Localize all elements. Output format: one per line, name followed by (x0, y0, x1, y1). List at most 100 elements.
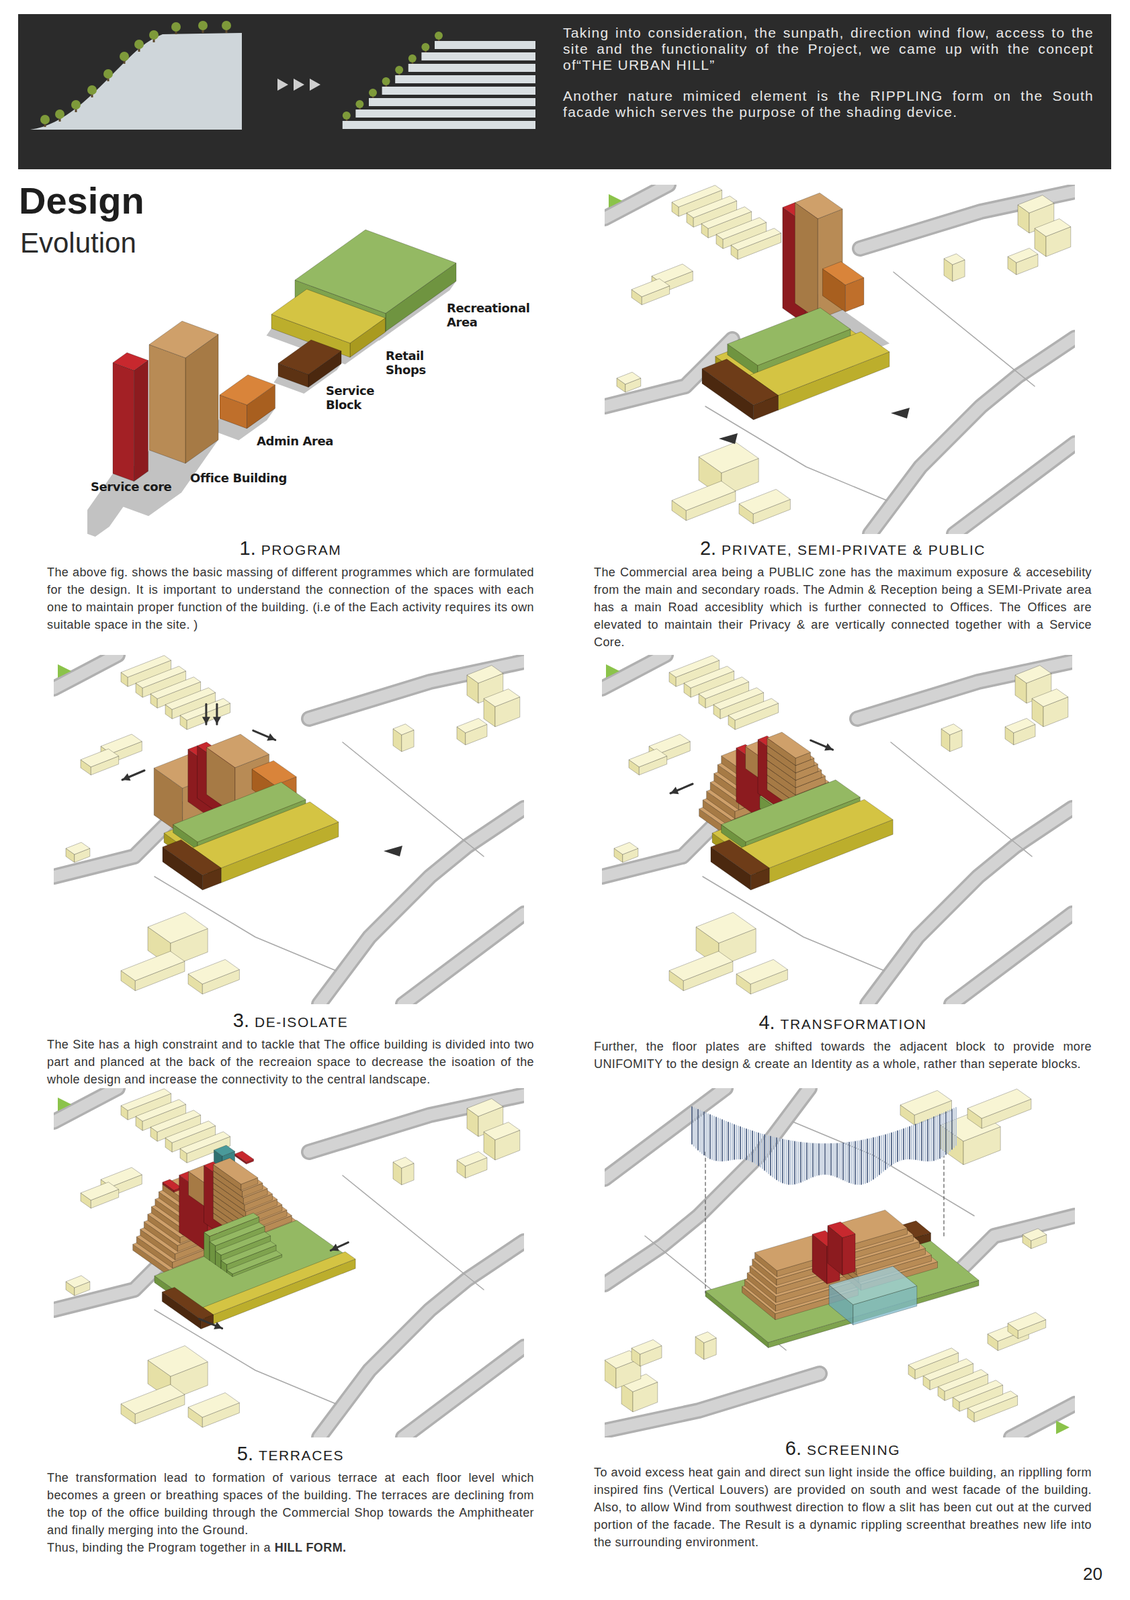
mass-face (794, 202, 818, 320)
step-title: PRIVATE, SEMI-PRIVATE & PUBLIC (721, 542, 986, 558)
louver-fin (840, 1143, 842, 1180)
louver-fin (703, 1112, 705, 1156)
north-marker (57, 1097, 72, 1112)
tree-crown (421, 42, 430, 52)
louver-fin (767, 1136, 770, 1174)
louver-fin (834, 1144, 836, 1178)
concept-text: Taking into consideration, the sunpath, … (562, 24, 1094, 136)
louver-fin (832, 1144, 834, 1176)
louver-fin (727, 1122, 729, 1161)
louver-fin (943, 1113, 945, 1157)
tree-crown (119, 51, 129, 62)
hill-concept-sketch (18, 14, 570, 170)
louver-fin (794, 1142, 796, 1185)
tree-crown (408, 54, 417, 63)
mass-roof (631, 278, 670, 297)
louver-fin (935, 1116, 937, 1161)
step-description: 2.PRIVATE, SEMI-PRIVATE & PUBLICThe Comm… (593, 537, 1092, 651)
louver-fin (945, 1111, 947, 1155)
mass-roof (628, 749, 668, 768)
arrow-head (212, 716, 222, 725)
mass-roof (1007, 247, 1038, 263)
label-holder: 20 (1082, 1563, 1103, 1585)
mass-roof (149, 321, 219, 359)
mass-roof (1017, 195, 1055, 213)
label-holder: Office Building (190, 470, 287, 486)
road (403, 1346, 525, 1438)
road (319, 808, 525, 1005)
tree-crown (434, 31, 443, 40)
tree-crown (87, 85, 97, 95)
mass-roof (696, 912, 756, 944)
step-body: The above fig. shows the basic massing o… (47, 563, 535, 634)
program-massing (87, 221, 545, 545)
louver-fin (781, 1139, 784, 1184)
louver-fin (898, 1130, 901, 1161)
mass-roof (120, 1384, 185, 1415)
louver-fin (747, 1130, 750, 1161)
mass-roof (736, 959, 788, 985)
step-description: 5.TERRACESThe transformation lead to for… (47, 1443, 535, 1557)
louver-fin (701, 1111, 703, 1155)
louver-fin (755, 1132, 758, 1165)
louver-fin (707, 1113, 709, 1158)
arrow-head (266, 733, 276, 742)
terrace-bar (368, 98, 536, 107)
louver-fin (735, 1125, 737, 1160)
louver-fin (864, 1140, 866, 1184)
road-network (604, 1088, 1075, 1438)
entry-marker (718, 433, 738, 445)
louver-fin (725, 1121, 727, 1161)
louver-fin (695, 1109, 697, 1149)
road (953, 443, 1075, 535)
road (1011, 1404, 1075, 1438)
road (867, 808, 1073, 1005)
mass-roof (213, 1145, 235, 1157)
louver-fin (854, 1141, 856, 1184)
program-label: Admin Area (256, 433, 334, 449)
mass-roof (794, 192, 843, 219)
louver-fin (937, 1115, 939, 1160)
tree-crown (103, 69, 113, 79)
louver-fin (810, 1143, 812, 1178)
step-heading: 6.SCREENING (593, 1437, 1092, 1460)
step-title: TERRACES (258, 1447, 344, 1464)
mass-roof (192, 802, 339, 868)
louver-fin (884, 1134, 887, 1170)
mass-roof (162, 1179, 182, 1191)
louver-fin (822, 1144, 824, 1175)
road-network (601, 655, 1073, 1005)
terrace-bar (382, 86, 536, 95)
step-heading: 2.PRIVATE, SEMI-PRIVATE & PUBLIC (593, 537, 1092, 560)
step-title: PROGRAM (261, 542, 342, 558)
mass-face (213, 1258, 357, 1325)
mass-roof (631, 1339, 662, 1355)
louver-fin (733, 1124, 735, 1159)
road-network (53, 1088, 525, 1438)
label-holder: Evolution (20, 227, 137, 260)
label-holder: Design (18, 178, 145, 223)
louver-fin (705, 1113, 707, 1157)
louver-fin (830, 1144, 832, 1176)
entry-marker (890, 407, 910, 419)
louver-fin (719, 1119, 721, 1161)
mass-roof (147, 1345, 208, 1377)
louver-fin (949, 1110, 951, 1152)
louver-fin (874, 1137, 877, 1178)
step-body: The transformation lead to formation of … (47, 1469, 535, 1540)
page-number: 20 (1082, 1563, 1103, 1585)
louver-fin (955, 1107, 957, 1146)
step-heading: 3.DE-ISOLATE (47, 1009, 535, 1032)
arrow-head (122, 773, 132, 781)
label-holder: Service Block (325, 383, 375, 412)
tree-crown (395, 65, 404, 74)
mass-roof (219, 374, 276, 406)
label-holder: Retail Shops (385, 348, 426, 377)
label-holder: Service core (90, 479, 172, 494)
louver-fin (868, 1139, 871, 1182)
louver-fin (890, 1133, 893, 1166)
entry-marker (383, 845, 403, 857)
louver-fin (860, 1140, 862, 1185)
north-marker (605, 664, 620, 678)
road (601, 809, 730, 877)
